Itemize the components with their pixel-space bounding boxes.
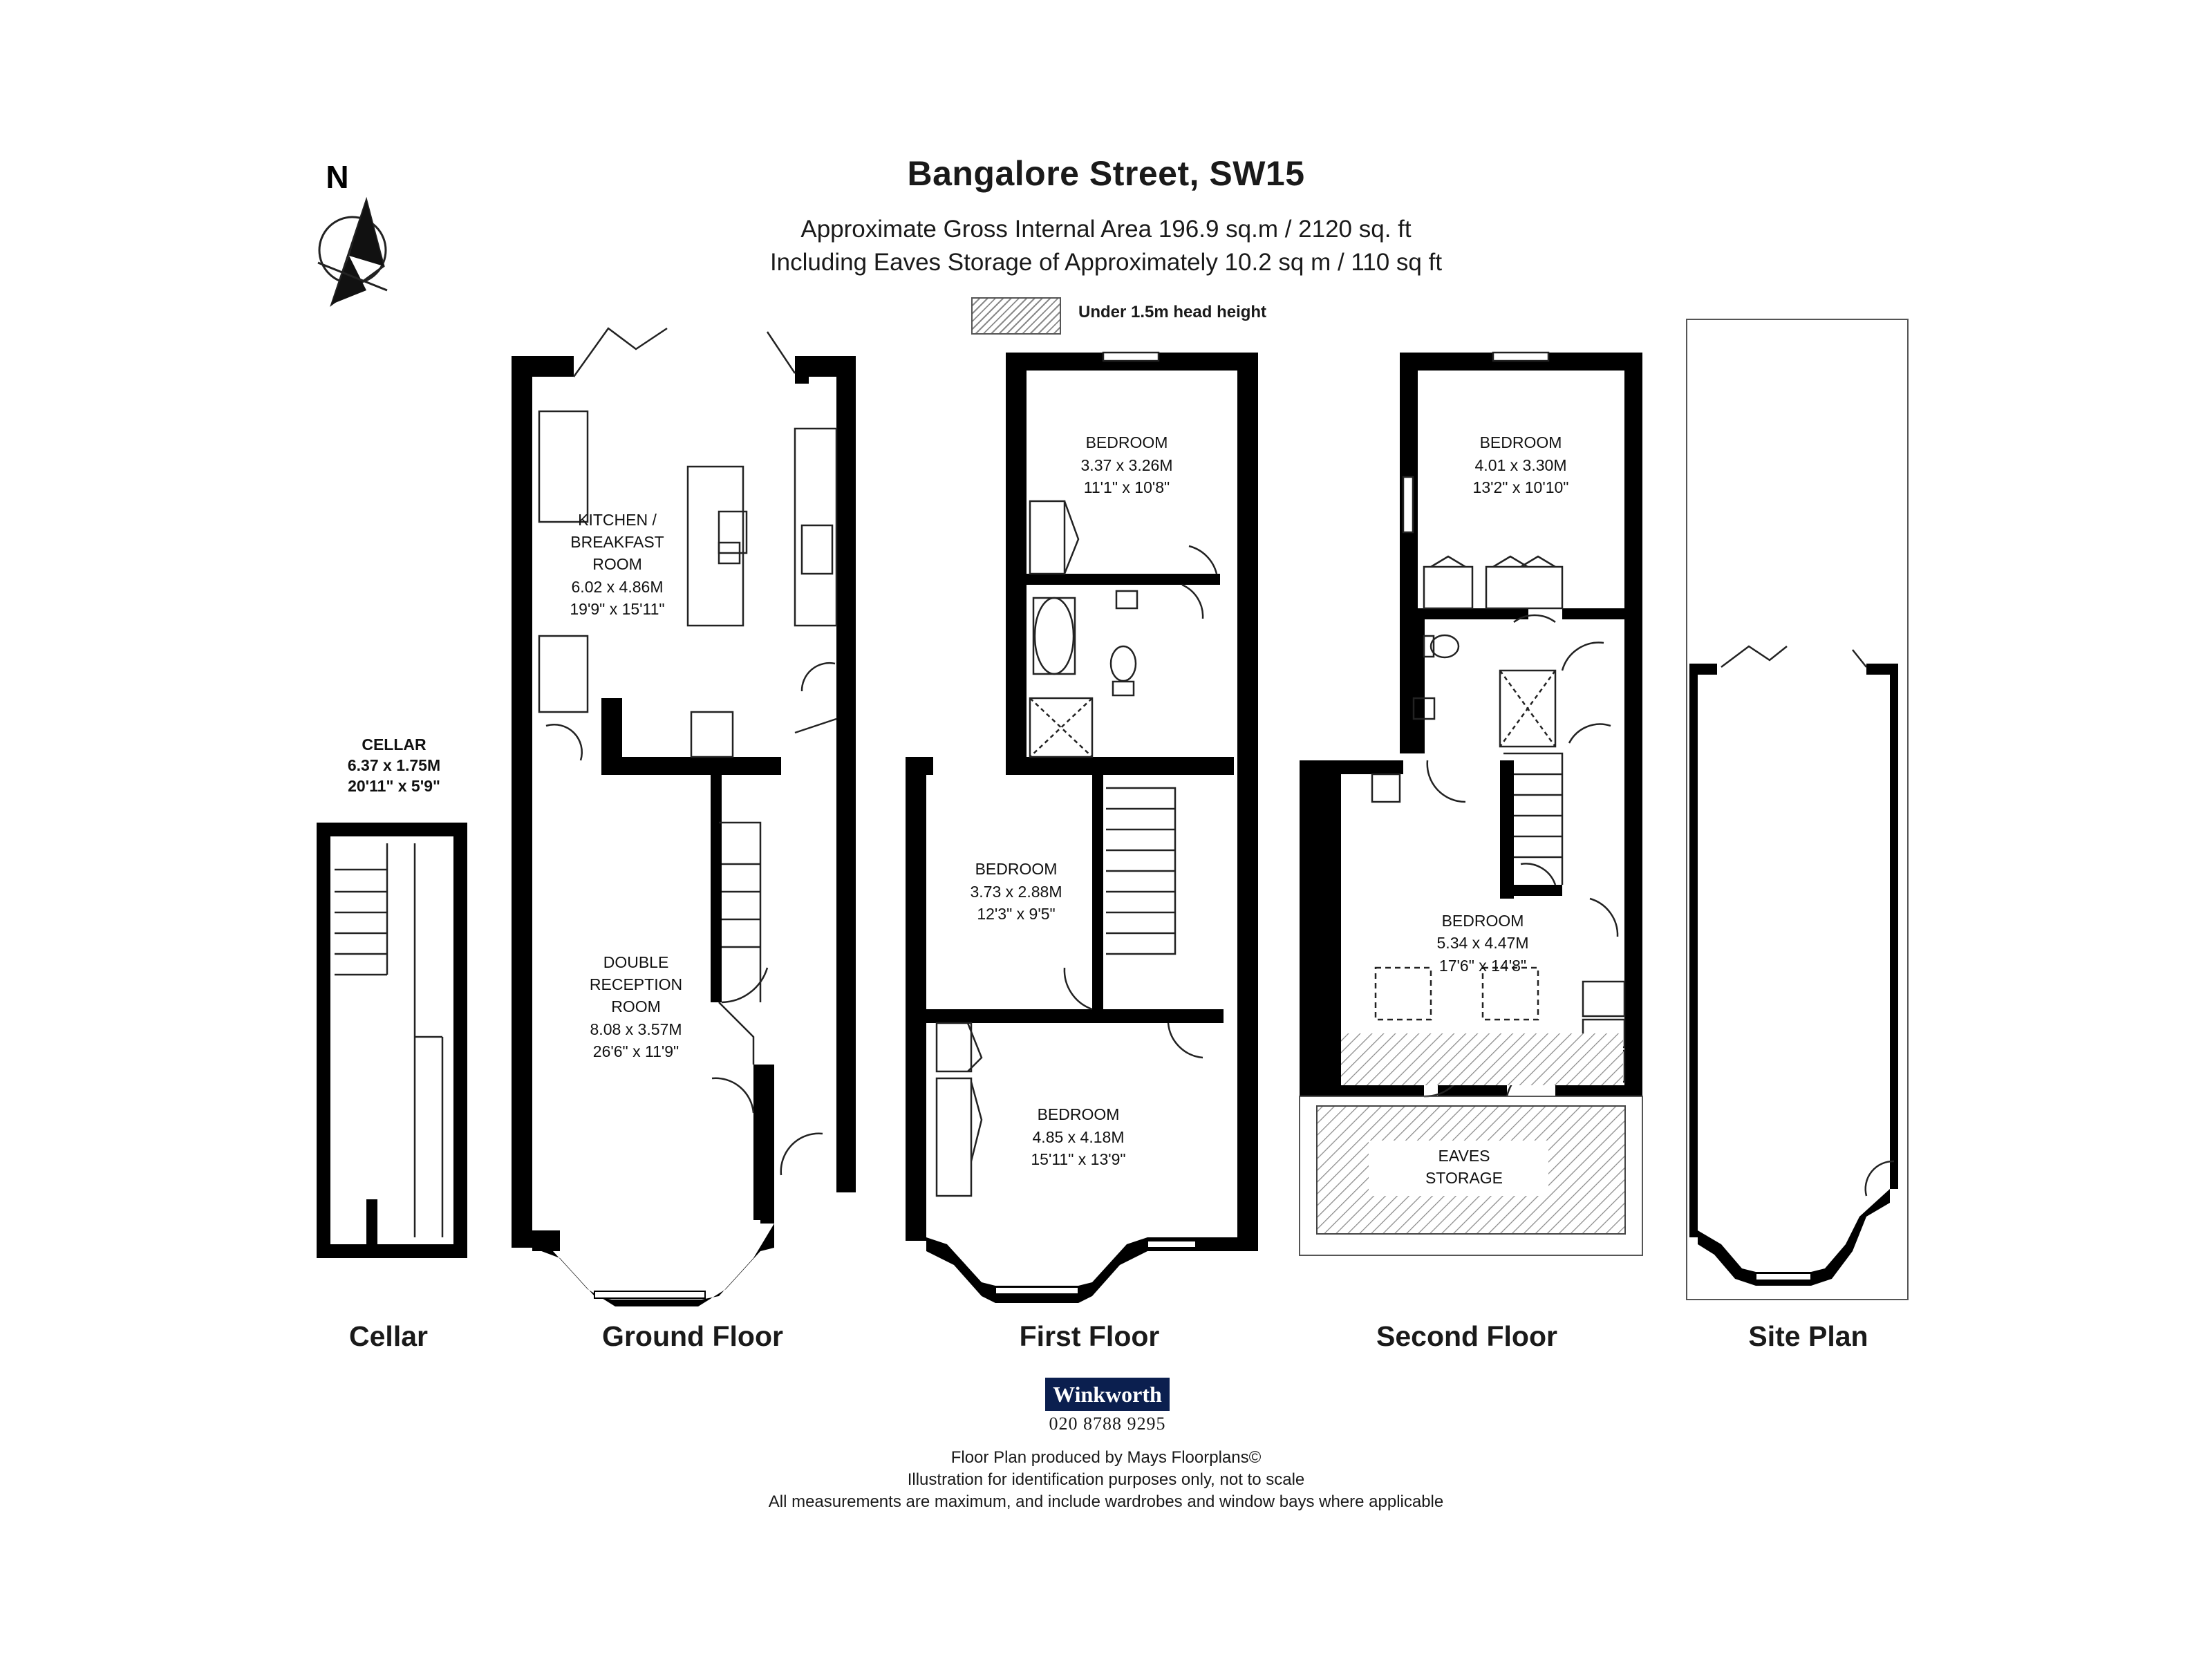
kitchen-imperial: 19'9" x 15'11" bbox=[570, 600, 664, 618]
kitchen-metric: 6.02 x 4.86M bbox=[572, 578, 664, 596]
eaves-area-text: Including Eaves Storage of Approximately… bbox=[769, 249, 1443, 276]
north-compass-icon: N bbox=[317, 159, 388, 307]
bedroom3-metric: 4.85 x 4.18M bbox=[1033, 1128, 1125, 1146]
first-floor-label: First Floor bbox=[1019, 1320, 1160, 1352]
bedroom4-metric: 4.01 x 3.30M bbox=[1475, 456, 1567, 474]
hatch-legend-label: Under 1.5m head height bbox=[1078, 303, 1267, 321]
bedroom4-name: BEDROOM bbox=[1480, 433, 1562, 451]
disclaimer-line-2: All measurements are maximum, and includ… bbox=[768, 1492, 1444, 1511]
cellar-room-name: CELLAR bbox=[362, 735, 427, 753]
reception-imperial: 26'6" x 11'9" bbox=[593, 1042, 679, 1060]
compass-north-letter: N bbox=[326, 159, 348, 195]
eaves-name-1: EAVES bbox=[1438, 1147, 1490, 1165]
bedroom2-metric: 3.73 x 2.88M bbox=[971, 883, 1062, 901]
bedroom1-metric: 3.37 x 3.26M bbox=[1081, 456, 1173, 474]
site-plan bbox=[1686, 319, 1909, 1300]
ground-floor-label: Ground Floor bbox=[602, 1320, 783, 1352]
cellar-room-metric: 6.37 x 1.75M bbox=[348, 756, 440, 774]
disclaimer-line-1: Illustration for identification purposes… bbox=[907, 1470, 1305, 1489]
cellar-label: Cellar bbox=[349, 1320, 428, 1352]
kitchen-name-2: BREAKFAST bbox=[570, 533, 664, 551]
bedroom2-imperial: 12'3" x 9'5" bbox=[977, 905, 1055, 923]
bedroom1-name: BEDROOM bbox=[1086, 433, 1168, 451]
eaves-name-2: STORAGE bbox=[1425, 1169, 1503, 1187]
site-plan-label: Site Plan bbox=[1748, 1320, 1868, 1352]
credit-line: Floor Plan produced by Mays Floorplans© bbox=[950, 1448, 1262, 1467]
reception-metric: 8.08 x 3.57M bbox=[590, 1020, 682, 1038]
bedroom1-imperial: 11'1" x 10'8" bbox=[1084, 478, 1170, 496]
bedroom5-metric: 5.34 x 4.47M bbox=[1437, 934, 1529, 952]
bedroom5-imperial: 17'6" x 14'8" bbox=[1439, 957, 1526, 975]
plan-title: Bangalore Street, SW15 bbox=[907, 154, 1305, 193]
cellar-plan bbox=[317, 823, 467, 1258]
bedroom3-imperial: 15'11" x 13'9" bbox=[1031, 1150, 1125, 1168]
second-floor-label: Second Floor bbox=[1376, 1320, 1557, 1352]
agency-logo: Winkworth bbox=[1045, 1378, 1170, 1411]
reception-name-1: DOUBLE bbox=[603, 953, 669, 971]
reception-name-3: ROOM bbox=[611, 997, 661, 1015]
gross-area-text: Approximate Gross Internal Area 196.9 sq… bbox=[800, 216, 1412, 243]
ground-floor-plan bbox=[512, 327, 856, 1306]
cellar-room-imperial: 20'11" x 5'9" bbox=[348, 777, 440, 795]
hatch-legend-swatch bbox=[971, 297, 1061, 335]
agency-phone: 020 8788 9295 bbox=[1049, 1414, 1166, 1434]
bedroom2-name: BEDROOM bbox=[975, 860, 1058, 878]
bedroom4-imperial: 13'2" x 10'10" bbox=[1473, 478, 1569, 496]
first-floor-plan bbox=[906, 351, 1258, 1303]
bedroom3-name: BEDROOM bbox=[1038, 1105, 1120, 1123]
bedroom5-name: BEDROOM bbox=[1442, 912, 1524, 930]
kitchen-name-3: ROOM bbox=[592, 555, 642, 573]
second-floor-plan bbox=[1299, 351, 1643, 1256]
kitchen-name-1: KITCHEN / bbox=[578, 511, 657, 529]
reception-name-2: RECEPTION bbox=[590, 975, 682, 993]
